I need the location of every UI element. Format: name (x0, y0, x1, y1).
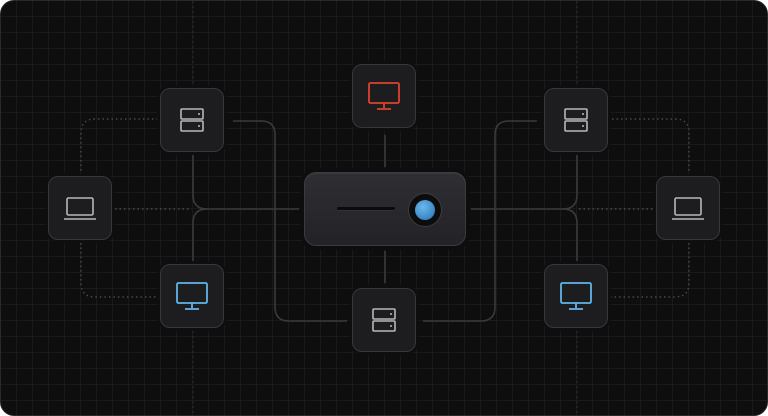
node-left-bottom-monitor[interactable] (160, 264, 224, 328)
hub-slot (337, 207, 395, 210)
monitor-icon (368, 82, 400, 110)
node-left-laptop[interactable] (48, 176, 112, 240)
node-left-top-server[interactable] (160, 88, 224, 152)
laptop-icon (64, 197, 96, 220)
server-icon (564, 108, 588, 132)
server-icon (372, 308, 396, 332)
node-right-top-server[interactable] (544, 88, 608, 152)
node-bottom-server[interactable] (352, 288, 416, 352)
status-light-icon (408, 193, 442, 227)
laptop-icon (672, 197, 704, 220)
monitor-icon (560, 282, 592, 310)
central-hub[interactable] (304, 172, 466, 246)
node-top-monitor[interactable] (352, 64, 416, 128)
server-icon (180, 108, 204, 132)
node-right-bottom-monitor[interactable] (544, 264, 608, 328)
node-right-laptop[interactable] (656, 176, 720, 240)
monitor-icon (176, 282, 208, 310)
